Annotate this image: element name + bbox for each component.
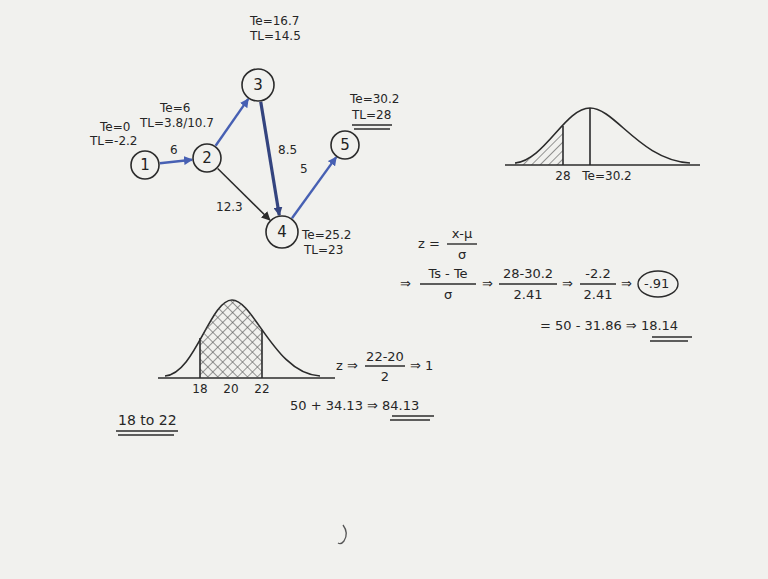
board-note: ⇒	[400, 276, 411, 292]
board-note: 18	[192, 382, 207, 396]
board-note: Te=0	[100, 120, 130, 134]
node-outline	[242, 69, 274, 101]
board-note: Ts - Te	[428, 266, 467, 282]
result-ring	[638, 271, 678, 297]
event-node: 1	[130, 150, 160, 180]
board-note: 18 to 22	[118, 412, 177, 429]
board-note: Te=30.2	[582, 169, 631, 183]
board-note: 20	[223, 382, 238, 396]
board-note: 22-20	[366, 349, 404, 365]
board-note: 2.41	[584, 287, 613, 303]
board-note: TL=-2.2	[90, 134, 137, 148]
board-note: TL=23	[304, 243, 343, 257]
node-text-box: 5	[330, 130, 360, 160]
board-note: σ	[458, 247, 466, 263]
node-outline	[266, 216, 298, 248]
board-note: = 50 - 31.86 ⇒ 18.14	[540, 318, 678, 334]
board-note: 2.41	[514, 287, 543, 303]
activity-arrow	[292, 157, 336, 218]
duration-label: 5	[298, 162, 310, 176]
event-node: 4	[265, 215, 299, 249]
board-note: Te=6	[160, 101, 190, 115]
board-note: ⇒	[562, 276, 573, 292]
board-note: Te=25.2	[302, 228, 351, 242]
board-note: 28-30.2	[503, 266, 553, 282]
event-node: 5	[330, 130, 360, 160]
board-note: TL=3.8/10.7	[140, 116, 214, 130]
node-text-box: 3	[241, 68, 275, 102]
board-note: σ	[444, 287, 452, 303]
node-text-box: 4	[265, 215, 299, 249]
scribble	[338, 525, 346, 544]
board-note: 50 + 34.13 ⇒ 84.13	[290, 398, 419, 414]
node-number: 2	[202, 149, 212, 167]
board-note: ⇒	[482, 276, 493, 292]
node-number: 1	[140, 156, 150, 174]
board-note: z =	[418, 236, 440, 252]
event-node: 3	[241, 68, 275, 102]
node-outline	[331, 131, 359, 159]
node-number: 5	[340, 136, 350, 154]
duration-label: 6	[168, 143, 180, 157]
duration-label: 8.5	[276, 143, 299, 157]
normal-curve	[158, 300, 335, 378]
node-text-box: 1	[130, 150, 160, 180]
node-number: 3	[253, 76, 263, 94]
underline	[116, 125, 692, 435]
board-note: x-μ	[452, 226, 473, 242]
node-text-box: 2	[192, 143, 222, 173]
fraction-bar	[365, 244, 616, 366]
duration-label: 12.3	[214, 200, 245, 214]
board-note: z ⇒	[336, 358, 358, 374]
board-note: TL=28	[352, 108, 391, 122]
board-note: ⇒	[621, 276, 632, 292]
event-node: 2	[192, 143, 222, 173]
board-note: -.91	[644, 276, 669, 292]
activity-arrow	[160, 160, 192, 164]
board-note: Te=16.7	[250, 14, 299, 28]
board-note: 22	[254, 382, 269, 396]
activity-arrow	[261, 102, 280, 215]
board-note: -2.2	[585, 266, 610, 282]
board-note: Te=30.2	[350, 92, 399, 106]
normal-curve	[505, 108, 700, 165]
node-number: 4	[277, 223, 287, 241]
node-outline	[193, 144, 221, 172]
node-outline	[131, 151, 159, 179]
activity-arrow	[216, 99, 249, 146]
board-note: 28	[555, 169, 570, 183]
board-note: TL=14.5	[250, 29, 301, 43]
board-note: 2	[381, 369, 389, 385]
board-note: ⇒ 1	[410, 358, 433, 374]
